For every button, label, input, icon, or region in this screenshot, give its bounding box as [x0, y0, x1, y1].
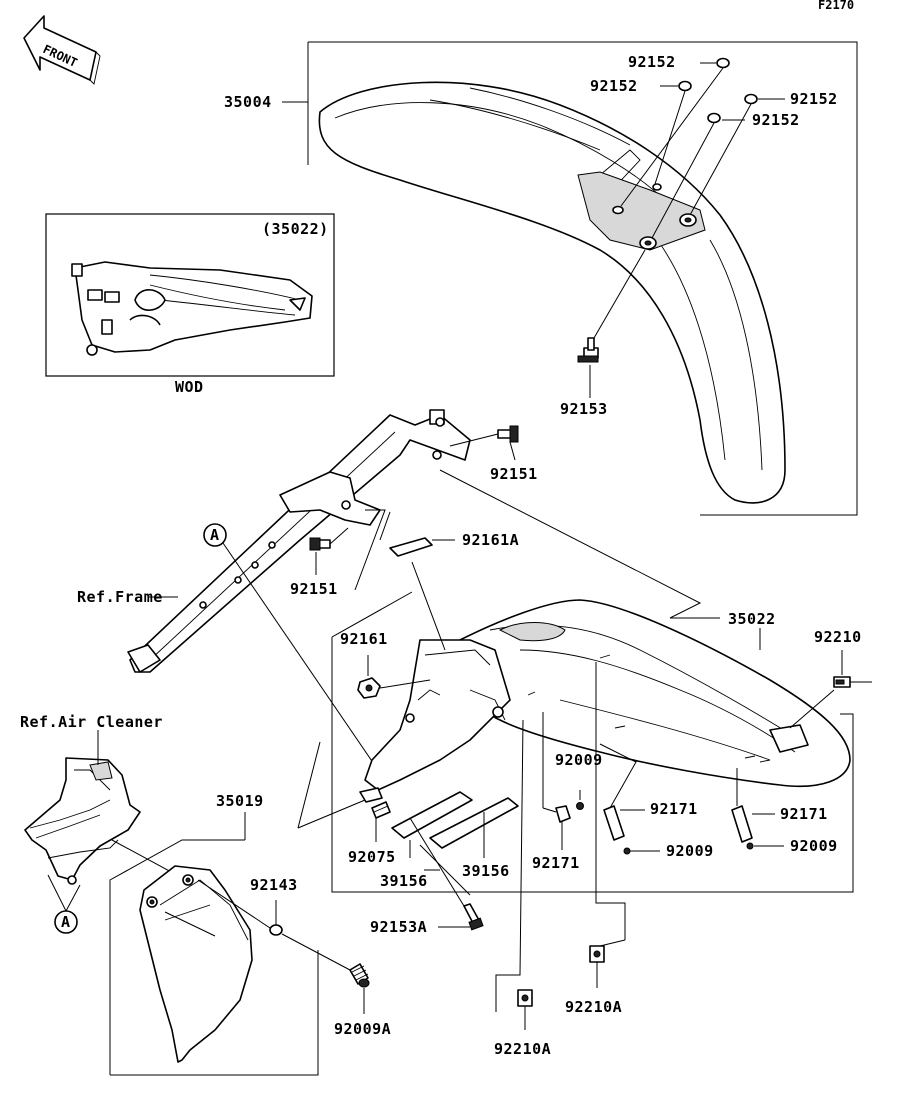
label-92152-a: 92152: [628, 53, 676, 71]
label-ref-frame: Ref.Frame: [77, 588, 163, 606]
bolt-92151-upper-icon: [497, 425, 519, 443]
front-arrow-icon: FRONT: [23, 15, 101, 85]
label-92143: 92143: [250, 876, 298, 894]
pad-39156-a-icon: [391, 791, 473, 839]
front-fender-35004: [318, 81, 786, 504]
inset-caption: WOD: [175, 378, 204, 396]
screw-92009-right-icon: [746, 842, 754, 850]
label-92210: 92210: [814, 628, 862, 646]
label-35022: 35022: [728, 610, 776, 628]
label-92152-c: 92152: [790, 90, 838, 108]
pad-39156-b-icon: [429, 797, 519, 849]
label-92151-upper: 92151: [490, 465, 538, 483]
label-ref-a-upper: A: [210, 526, 220, 544]
label-35019: 35019: [216, 792, 264, 810]
collar-92171-right-icon: [731, 805, 753, 843]
label-92009-top: 92009: [555, 751, 603, 769]
label-92161: 92161: [340, 630, 388, 648]
clip-92210A-left-icon: [517, 989, 533, 1007]
label-92171-right: 92171: [780, 805, 828, 823]
label-39156-b: 39156: [462, 862, 510, 880]
screw-92009-top-icon: [576, 802, 584, 810]
label-92075: 92075: [348, 848, 396, 866]
pad-92161A-icon: [389, 537, 433, 557]
diagram-code: F2170: [818, 0, 854, 12]
collar-92171-center-icon: [555, 805, 571, 823]
flap-35019-icon: [139, 865, 253, 1063]
label-92153: 92153: [560, 400, 608, 418]
label-92009-right: 92009: [790, 837, 838, 855]
air-cleaner-ref: [24, 757, 141, 885]
label-92210A-right: 92210A: [565, 998, 622, 1016]
bolt-92153A-icon: [463, 903, 484, 931]
spring-92075-icon: [371, 801, 391, 819]
label-92171-left: 92171: [650, 800, 698, 818]
washer-92152-icons: [678, 57, 758, 124]
label-92009-mid: 92009: [666, 842, 714, 860]
front-fender-group: [307, 41, 858, 516]
rear-fender-group: [331, 469, 854, 893]
inset-part-ref: (35022): [262, 220, 329, 238]
collar-92171-left-icon: [603, 805, 625, 841]
label-92151-lower: 92151: [290, 580, 338, 598]
label-92210A-left: 92210A: [494, 1040, 551, 1058]
flap-group: [109, 812, 319, 1076]
screw-92009-mid-icon: [623, 847, 638, 855]
clip-92210-icon: [833, 676, 851, 688]
rear-fender-35022: [364, 599, 851, 791]
nut-92161-icon: [357, 677, 381, 699]
bolt-92151-lower-icon: [309, 537, 331, 551]
label-39156-a: 39156: [380, 872, 428, 890]
label-92152-d: 92152: [752, 111, 800, 129]
washer-92143-icon: [269, 924, 283, 936]
inset-box: (35022): [45, 213, 335, 377]
label-ref-air-cleaner: Ref.Air Cleaner: [20, 713, 163, 731]
label-92009A: 92009A: [334, 1020, 391, 1038]
screw-92009A-icon: [349, 963, 370, 988]
label-35004: 35004: [224, 93, 272, 111]
label-92171-center: 92171: [532, 854, 580, 872]
label-92161A: 92161A: [462, 531, 519, 549]
frame-ref: [127, 409, 471, 673]
label-92152-b: 92152: [590, 77, 638, 95]
label-ref-a-lower: A: [61, 913, 71, 931]
clip-92210A-right-icon: [589, 945, 605, 963]
bolt-92153-icon: [577, 337, 599, 363]
label-92153A: 92153A: [370, 918, 427, 936]
ref-a-upper-icon: [203, 523, 227, 547]
